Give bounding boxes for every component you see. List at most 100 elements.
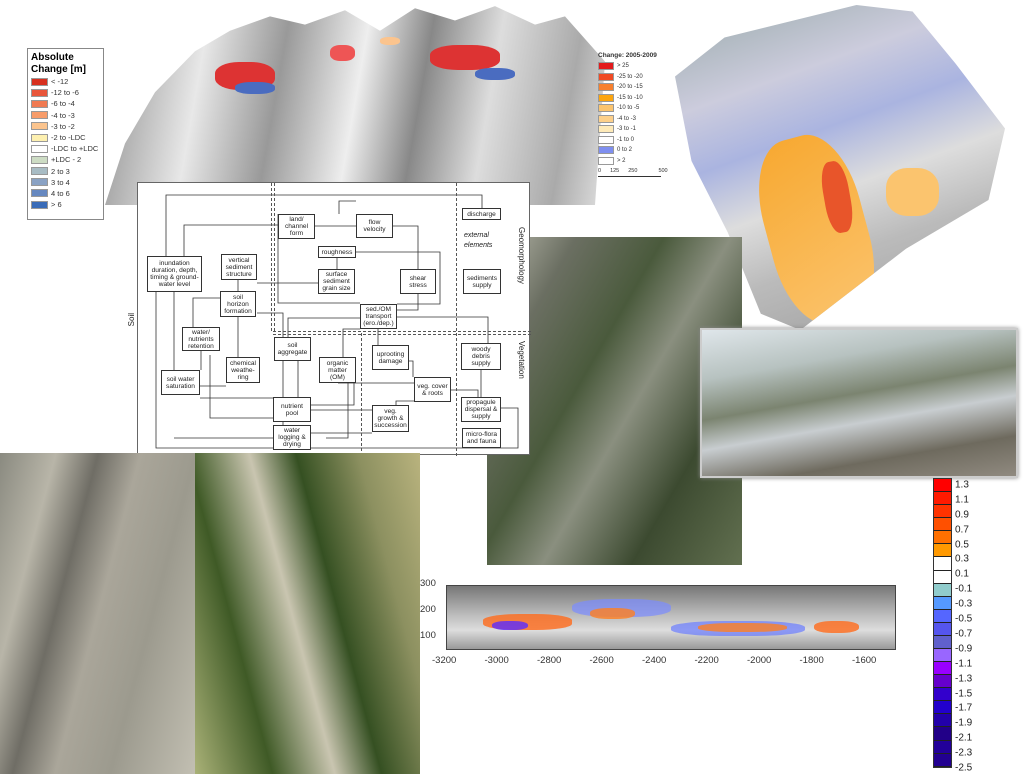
legend-item: -1 to 0: [598, 135, 683, 146]
dashed-divider: [456, 183, 457, 456]
x-tick-label: -2800: [537, 655, 562, 666]
diagram-box-sediments-supply: sediments supply: [463, 269, 501, 294]
change-patch: [697, 622, 788, 632]
legend-label: 3 to 4: [51, 177, 70, 187]
legend-label: > 2: [617, 157, 626, 164]
y-tick-label: 300: [420, 578, 436, 589]
diagram-box-microflora: micro-flora and fauna: [462, 428, 501, 448]
deposition-patch: [475, 67, 515, 80]
y-tick-label: 100: [420, 630, 436, 641]
legend-label: -2 to -LDC: [51, 133, 86, 143]
diagram-box-surface-sediment: surface sediment grain size: [318, 269, 355, 294]
diagram-box-water-nutrients: water/ nutrients retention: [182, 327, 220, 351]
legend-swatch: [31, 178, 48, 187]
legend-swatch: [31, 167, 48, 176]
legend-item: 4 to 6: [31, 188, 100, 199]
legend-label: -20 to -15: [617, 84, 643, 91]
erosion-patch: [430, 45, 500, 70]
diagram-box-discharge: discharge: [462, 208, 501, 220]
colorbar-tick-label: -2.1: [955, 732, 973, 744]
colorbar-segment: [934, 714, 951, 728]
legend-label: -1 to 0: [617, 136, 635, 143]
legend-item: -LDC to +LDC: [31, 143, 100, 154]
legend-item: 0 to 2: [598, 145, 683, 156]
colorbar-tick-label: 1.3: [955, 479, 969, 491]
legend-swatch: [31, 122, 48, 131]
diagram-box-soil-aggregate: soil aggregate: [274, 337, 311, 361]
colorbar-segment: [934, 753, 951, 767]
dashed-divider: [361, 333, 362, 456]
absolute-change-legend: Absolute Change [m] < -12-12 to -6-6 to …: [27, 48, 104, 220]
legend-swatch: [31, 111, 48, 120]
colorbar-tick-label: 0.5: [955, 539, 969, 551]
colorbar-segment: [934, 583, 951, 597]
colorbar: [933, 478, 952, 768]
legend-label: 2 to 3: [51, 166, 70, 176]
colorbar-segment: [934, 557, 951, 571]
colorbar-tick-label: -0.3: [955, 598, 973, 610]
dashed-divider: [274, 183, 275, 331]
erosion-patch: [330, 45, 355, 62]
legend-swatch: [31, 99, 48, 108]
valley-river-photo: [700, 328, 1018, 478]
dem-difference-plot: [446, 585, 896, 650]
legend-label: 4 to 6: [51, 188, 70, 198]
legend-item: > 25: [598, 61, 683, 72]
dashed-divider: [273, 334, 531, 335]
external-elements-label: external elements: [464, 232, 493, 249]
geomorphology-label: Geomorphology: [517, 227, 526, 284]
change-patch: [590, 608, 636, 620]
diagram-box-land-channel: land/ channel form: [278, 214, 315, 239]
aerial-photo-color: [195, 453, 420, 774]
legend-swatch: [598, 135, 614, 144]
colorbar-tick-label: -1.1: [955, 658, 973, 670]
diagram-box-propagule: propagule dispersal & supply: [461, 397, 501, 422]
change-patch: [814, 620, 860, 634]
colorbar-tick-label: 1.1: [955, 494, 969, 506]
colorbar-tick-label: -0.5: [955, 613, 973, 625]
erosion-zone: [744, 125, 890, 330]
legend-item: > 6: [31, 199, 100, 210]
diagram-box-woody-debris: woody debris supply: [461, 343, 501, 370]
legend-item: -6 to -4: [31, 98, 100, 109]
x-tick-label: -2600: [589, 655, 614, 666]
legend-swatch: [598, 72, 614, 81]
colorbar-segment: [934, 688, 951, 702]
legend-swatch: [598, 125, 614, 134]
colorbar-segment: [934, 570, 951, 584]
scale-label: 250: [628, 168, 638, 174]
colorbar-segment: [934, 531, 951, 545]
erosion-zone: [886, 167, 939, 217]
dashed-divider: [273, 331, 531, 332]
aerial-photo-gray: [0, 453, 195, 774]
legend-label: -15 to -10: [617, 94, 643, 101]
legend-item: -10 to -5: [598, 103, 683, 114]
x-tick-label: -1600: [852, 655, 877, 666]
legend-label: -4 to -3: [51, 110, 75, 120]
legend-item: -25 to -20: [598, 72, 683, 83]
legend-swatch: [598, 156, 614, 165]
legend-item: -12 to -6: [31, 87, 100, 98]
diagram-box-shear-stress: shear stress: [400, 269, 436, 294]
deposition-patch: [235, 82, 275, 95]
colorbar-tick-label: -1.5: [955, 688, 973, 700]
scale-label: 125: [610, 168, 620, 174]
scale-label: 0: [598, 168, 602, 174]
x-tick-label: -3000: [484, 655, 509, 666]
colorbar-segment: [934, 505, 951, 519]
colorbar-segment: [934, 492, 951, 506]
colorbar-segment: [934, 675, 951, 689]
legend-swatch: [31, 77, 48, 86]
colorbar-tick-label: -2.3: [955, 747, 973, 759]
process-diagram: external elements Geomorphology Vegetati…: [127, 182, 531, 456]
colorbar-segment: [934, 701, 951, 715]
colorbar-segment: [934, 544, 951, 558]
legend-label: +LDC - 2: [51, 155, 82, 165]
legend-swatch: [31, 144, 48, 153]
legend-item: > 2: [598, 156, 683, 167]
change-patch: [491, 620, 528, 631]
legend-item: -4 to -3: [598, 114, 683, 125]
legend-label: -12 to -6: [51, 88, 79, 98]
colorbar-tick-label: -0.9: [955, 643, 973, 655]
legend-swatch: [598, 83, 614, 92]
